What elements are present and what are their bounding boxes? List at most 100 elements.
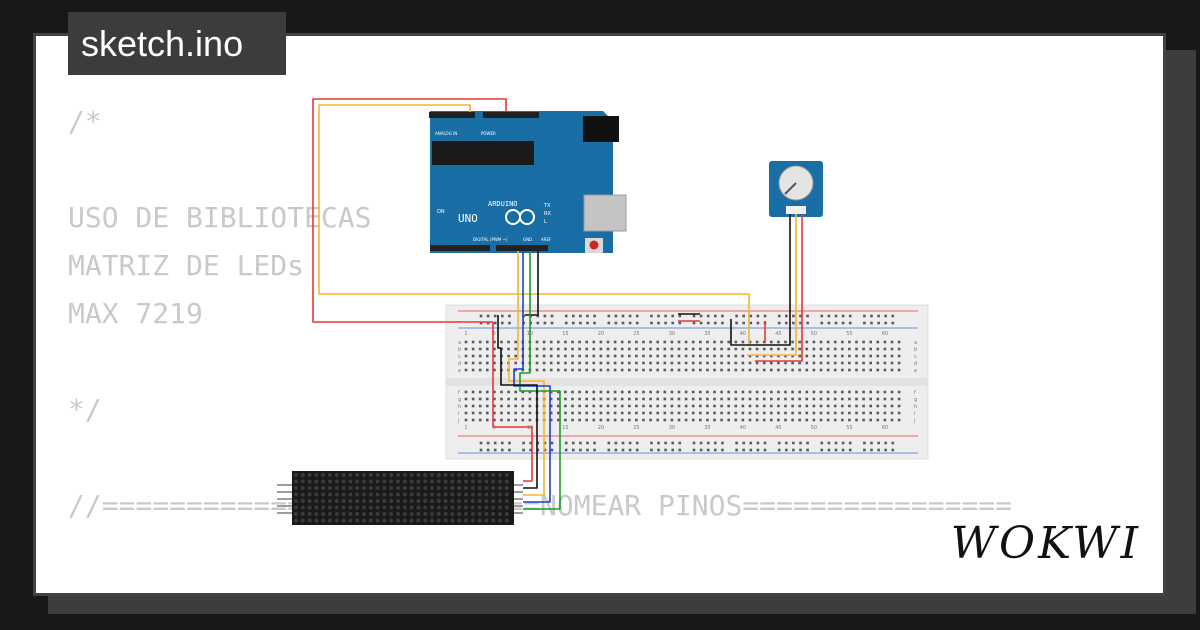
breadboard-rail-hole — [756, 441, 760, 445]
led-dot — [321, 518, 326, 523]
breadboard-hole — [521, 411, 525, 415]
breadboard-hole — [833, 368, 837, 372]
breadboard[interactable]: 1155101015152020252530303535404045455050… — [445, 304, 929, 460]
breadboard-rail-hole — [522, 441, 525, 445]
led-matrix-max7219[interactable] — [277, 471, 523, 525]
breadboard-hole — [706, 354, 709, 358]
breadboard-rail-hole — [650, 314, 653, 318]
breadboard-hole — [784, 354, 787, 358]
led-dot — [294, 499, 298, 503]
breadboard-hole — [748, 397, 752, 401]
breadboard-rail-hole — [806, 441, 809, 445]
breadboard-hole — [500, 404, 503, 408]
breadboard-hole — [549, 368, 553, 372]
breadboard-hole — [507, 411, 510, 415]
arduino-uno-board[interactable]: UNO ARDUINO ON TX RX L POWER ANALOG IN D… — [429, 111, 627, 253]
breadboard-hole — [727, 361, 730, 365]
breadboard-hole — [656, 354, 659, 358]
led-dot — [450, 518, 455, 523]
breadboard-hole — [833, 397, 837, 401]
breadboard-hole — [613, 347, 617, 351]
breadboard-hole — [592, 340, 596, 344]
breadboard-hole — [635, 368, 638, 372]
led-dot — [470, 479, 475, 484]
led-dot — [375, 479, 380, 484]
breadboard-hole — [599, 390, 603, 394]
breadboard-row-letter: a — [914, 340, 917, 346]
breadboard-hole — [521, 397, 525, 401]
led-dot — [307, 486, 312, 490]
led-dot — [382, 473, 387, 477]
breadboard-rail-hole — [756, 321, 760, 325]
led-dot — [436, 505, 441, 510]
breadboard-hole — [691, 397, 695, 401]
breadboard-hole — [528, 411, 532, 415]
breadboard-rail-hole — [792, 314, 795, 318]
breadboard-rail-hole — [635, 321, 639, 325]
breadboard-hole — [557, 354, 560, 358]
breadboard-hole — [727, 347, 730, 351]
breadboard-column-number: 5 — [493, 425, 496, 431]
breadboard-hole — [791, 397, 794, 401]
breadboard-hole — [670, 397, 674, 401]
breadboard-hole — [642, 404, 645, 408]
breadboard-hole — [585, 411, 588, 415]
led-dot — [389, 492, 394, 497]
breadboard-rail-hole — [870, 314, 873, 318]
breadboard-hole — [826, 361, 830, 365]
breadboard-hole — [649, 397, 652, 401]
breadboard-rail-hole — [586, 321, 589, 325]
led-dot — [423, 492, 428, 497]
breadboard-hole — [528, 404, 532, 408]
led-dot — [491, 486, 496, 490]
breadboard-hole — [670, 361, 674, 365]
breadboard-hole — [819, 390, 823, 394]
breadboard-hole — [691, 390, 695, 394]
breadboard-hole — [791, 411, 794, 415]
breadboard-hole — [883, 347, 887, 351]
led-dot — [389, 479, 394, 484]
breadboard-hole — [585, 368, 588, 372]
potentiometer[interactable] — [769, 161, 823, 217]
led-dot — [409, 505, 414, 510]
breadboard-hole — [869, 397, 872, 401]
wokwi-logo: WOKWI — [950, 518, 1141, 569]
breadboard-column-number: 55 — [846, 331, 852, 337]
breadboard-column-number: 50 — [811, 425, 817, 431]
led-dot — [430, 505, 434, 510]
led-dot — [464, 486, 468, 490]
breadboard-hole — [833, 340, 837, 344]
led-dot — [396, 499, 400, 503]
led-dot — [402, 486, 407, 490]
breadboard-rail-hole — [593, 314, 596, 318]
breadboard-hole — [869, 368, 872, 372]
breadboard-row-letter: j — [457, 418, 459, 424]
led-dot — [457, 505, 462, 510]
breadboard-hole — [812, 347, 816, 351]
led-dot — [321, 479, 326, 484]
breadboard-hole — [755, 361, 759, 365]
breadboard-hole — [748, 354, 752, 358]
breadboard-hole — [897, 418, 901, 422]
project-title-tab[interactable]: sketch.ino — [68, 12, 286, 75]
breadboard-hole — [862, 418, 865, 422]
breadboard-hole — [500, 411, 503, 415]
breadboard-holes — [464, 314, 901, 452]
breadboard-rail-hole — [863, 441, 866, 445]
led-dot — [382, 512, 387, 516]
breadboard-hole — [613, 340, 617, 344]
code-line: /* — [68, 105, 102, 138]
breadboard-hole — [514, 397, 517, 401]
led-dot — [409, 479, 414, 484]
led-dot — [409, 486, 414, 490]
led-dot — [504, 505, 509, 510]
breadboard-hole — [777, 418, 780, 422]
breadboard-hole — [812, 418, 816, 422]
breadboard-hole — [635, 354, 638, 358]
breadboard-hole — [883, 361, 887, 365]
breadboard-rail-hole — [650, 441, 653, 445]
led-dot — [504, 499, 509, 503]
led-dot — [416, 479, 421, 484]
breadboard-row-letter: h — [914, 404, 917, 410]
breadboard-hole — [784, 361, 787, 365]
